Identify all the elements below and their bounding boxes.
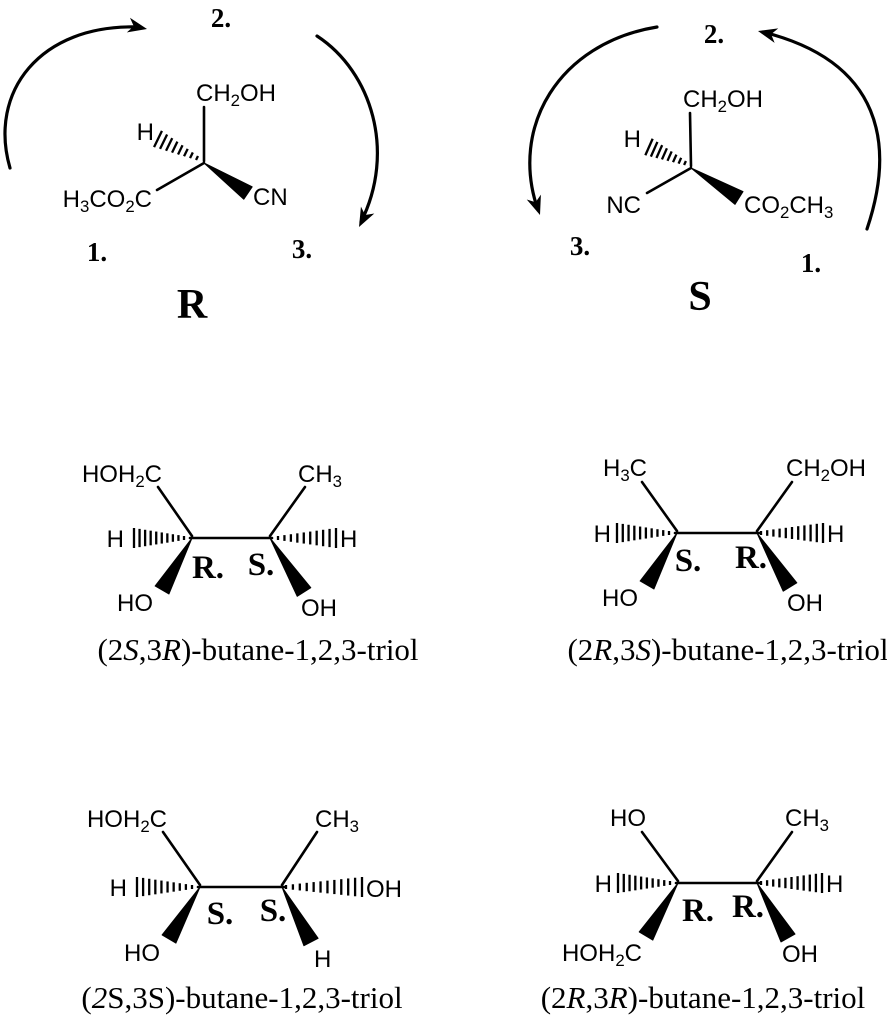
group-label: HOH2C xyxy=(562,940,642,970)
bonds xyxy=(132,485,338,597)
hashed-wedge-bond xyxy=(616,873,672,893)
group-label: HO xyxy=(124,940,160,967)
caption-2s3s: (2S,3S)-butane-1,2,3-triol xyxy=(81,980,403,1015)
bold-wedge-bond xyxy=(756,532,798,592)
hashed-wedge-bond xyxy=(644,138,687,166)
caption-2r3r: (2R,3R)-butane-1,2,3-triol xyxy=(540,980,866,1015)
hashed-wedge-bond xyxy=(276,528,338,548)
hashed-wedge-bond xyxy=(135,877,194,897)
group-label: H xyxy=(137,119,154,146)
rotation-arrow-right xyxy=(315,34,379,227)
group-label: CH2OH xyxy=(683,86,763,116)
group-label: H3C xyxy=(603,455,647,485)
group-label: H xyxy=(594,521,611,548)
group-label: H xyxy=(314,946,331,973)
group-label: CH2OH xyxy=(786,455,866,485)
triol-panel-2r3s: H3C CH2OH H H HO OH S. R. (2R,3S)-butane… xyxy=(470,430,887,667)
priority-1: 1. xyxy=(87,237,107,267)
stereocenter-label: S. xyxy=(260,893,287,929)
priority-2: 2. xyxy=(211,3,231,33)
bonds xyxy=(615,480,825,592)
bold-wedge-bond xyxy=(756,882,796,943)
hashed-wedge-bond xyxy=(284,877,364,897)
group-label: H xyxy=(827,521,844,548)
triol-2r3r-structure: HO CH3 H H HOH2C OH R. R. xyxy=(562,805,843,970)
bonds xyxy=(135,830,364,947)
group-label: CH3 xyxy=(315,806,359,836)
configuration-label-s: S xyxy=(688,274,711,320)
group-label: HOH2C xyxy=(87,806,167,836)
bold-wedge-bond xyxy=(638,882,679,941)
group-label: H xyxy=(340,526,357,553)
arrowhead xyxy=(359,206,375,227)
cip-s-diagram: CH2OH H NC CO2CH3 2. 3. 1. S xyxy=(526,19,882,320)
bold-wedge-bond xyxy=(203,162,253,200)
group-label: CH2OH xyxy=(196,80,276,110)
bold-wedge-bond xyxy=(281,886,319,947)
bonds xyxy=(644,111,744,205)
triol-2s3s-structure: HOH2C CH3 H OH HO H S. S. xyxy=(87,806,402,973)
caption-2s3r: (2S,3R)-butane-1,2,3-triol xyxy=(97,632,419,667)
cip-panel-s: CH2OH H NC CO2CH3 2. 3. 1. S xyxy=(443,0,887,330)
priority-3: 3. xyxy=(570,231,590,261)
priority-3: 3. xyxy=(292,234,312,264)
group-label: OH xyxy=(301,595,337,622)
cip-r-diagram: CH2OH H H3CO2C CN 2. 1. 3. R xyxy=(3,3,379,328)
hashed-wedge-bond xyxy=(759,873,824,893)
group-label: CH3 xyxy=(785,805,829,835)
hashed-wedge-bond xyxy=(153,130,199,161)
arrowhead xyxy=(526,194,541,215)
group-label: HO xyxy=(117,590,153,617)
group-label: H3CO2C xyxy=(63,186,152,216)
bold-wedge-bond xyxy=(269,537,312,597)
group-label: H xyxy=(110,875,127,902)
group-label: HO xyxy=(602,585,638,612)
priority-1: 1. xyxy=(801,248,821,278)
rotation-arrow-right xyxy=(758,28,882,231)
stereocenter-label: S. xyxy=(207,896,234,932)
stereocenter-label: S. xyxy=(675,543,702,579)
bold-wedge-bond xyxy=(161,886,201,944)
triol-2s3r-structure: HOH2C CH3 H H HO OH R. S. xyxy=(82,461,357,622)
bonds xyxy=(153,105,253,200)
group-label: OH xyxy=(782,941,818,968)
bold-wedge-bond xyxy=(690,167,744,205)
stereocenter-label: R. xyxy=(682,893,714,929)
group-label: OH xyxy=(366,876,402,903)
cip-panel-r: CH2OH H H3CO2C CN 2. 1. 3. R xyxy=(0,0,443,330)
arrowhead xyxy=(758,28,779,43)
group-label: CN xyxy=(253,184,288,211)
stereocenter-label: R. xyxy=(735,540,767,576)
group-label: H xyxy=(107,526,124,553)
group-label: H xyxy=(826,871,843,898)
group-label: OH xyxy=(787,590,823,617)
triol-panel-2r3r: HO CH3 H H HOH2C OH R. R. (2R,3R)-butane… xyxy=(470,780,887,1015)
group-label: HOH2C xyxy=(82,461,162,491)
group-label: NC xyxy=(606,192,641,219)
triol-2r3s-structure: H3C CH2OH H H HO OH S. R. xyxy=(594,455,866,617)
stereocenter-label: S. xyxy=(248,547,275,583)
triol-panel-2s3r: HOH2C CH3 H H HO OH R. S. (2S,3R)-butane… xyxy=(40,430,440,667)
triol-panel-2s3s: HOH2C CH3 H OH HO H S. S. (2S,3S)-butane… xyxy=(40,780,440,1015)
group-label: CO2CH3 xyxy=(744,192,833,222)
hashed-wedge-bond xyxy=(759,523,825,543)
stereocenter-label: R. xyxy=(192,550,224,586)
caption-2r3s: (2R,3S)-butane-1,2,3-triol xyxy=(567,632,887,667)
hashed-wedge-bond xyxy=(132,528,186,548)
stereocenter-label: R. xyxy=(732,889,764,925)
priority-2: 2. xyxy=(704,19,724,49)
rotation-arrow-left xyxy=(526,25,659,215)
arrowhead xyxy=(126,17,147,33)
bold-wedge-bond xyxy=(154,537,193,595)
group-label: H xyxy=(595,871,612,898)
group-label: H xyxy=(624,126,641,153)
rotation-arrow-left xyxy=(3,17,147,170)
hashed-wedge-bond xyxy=(615,523,671,543)
group-label: HO xyxy=(610,805,646,832)
configuration-label-r: R xyxy=(177,282,208,328)
group-label: CH3 xyxy=(298,461,342,491)
bonds xyxy=(616,830,824,943)
bold-wedge-bond xyxy=(639,532,678,590)
